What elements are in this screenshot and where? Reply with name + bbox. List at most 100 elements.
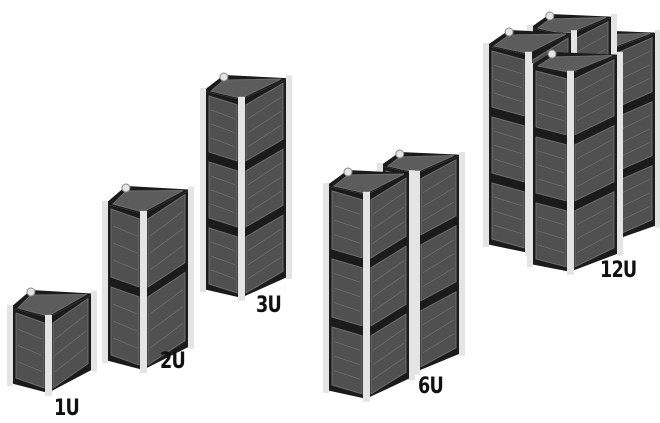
6u-front-panel-cell-line <box>333 273 361 283</box>
6u-front-panel-cell-line <box>372 342 405 366</box>
12u-front-panel-cell-line <box>493 78 523 89</box>
6u-front-rail <box>409 170 415 381</box>
6u-back-top-panel <box>386 155 455 173</box>
2u-panel-cell-line <box>149 228 184 254</box>
6u-front-panel-cell-line <box>333 234 361 244</box>
6u-front-panel-cell-line <box>333 341 361 351</box>
2u-panel-cell-line <box>149 211 184 237</box>
1u-panel-cell-line <box>54 347 87 372</box>
3u-panel-cell-line <box>247 96 282 120</box>
label-12u: 12U <box>600 258 637 283</box>
2u-panel-cell-line <box>149 323 184 349</box>
12u-front-right-panel-cell-line <box>576 87 613 108</box>
6u-front-rail <box>323 183 329 393</box>
2u-top-knob <box>121 183 131 193</box>
3u-panel-cell-line <box>210 189 236 200</box>
12u-front-panel-cell-line <box>493 144 523 155</box>
6u-front-rail <box>363 191 370 402</box>
6u-back-panel-cell-line <box>422 319 455 340</box>
6u-front-panel-cell-line <box>333 219 361 230</box>
cubesat-6u <box>323 149 465 402</box>
3u-panel-cell-line <box>247 242 282 266</box>
2u-rail <box>188 186 194 349</box>
12u-front-top-knob <box>504 27 514 37</box>
12u-front-right-panel-cell-line <box>576 139 613 160</box>
6u-front-panel-cell-line <box>372 328 405 351</box>
label-2u: 2U <box>160 349 186 374</box>
12u-front-panel-cell-line <box>493 64 523 75</box>
1u-panel-cell-line <box>54 330 87 356</box>
2u-panel-cell-line <box>112 259 138 271</box>
6u-front-panel-cell-line <box>333 205 361 215</box>
2u-panel-cell-line <box>112 337 138 349</box>
12u-back-right-rail <box>655 29 660 228</box>
3u-panel-cell-line <box>247 176 282 200</box>
12u-back-top-knob <box>545 11 555 21</box>
12u-front-right-top-panel <box>536 55 613 73</box>
6u-back-top-knob <box>395 149 405 159</box>
1u-top-knob <box>26 287 36 297</box>
label-6u: 6U <box>418 374 444 399</box>
12u-front-right-panel-cell-line <box>576 73 613 94</box>
3u-top-panel <box>209 78 282 99</box>
3u-panel-cell-line <box>247 162 282 186</box>
2u-top-panel <box>112 190 184 213</box>
2u-panel-cell-line <box>149 245 184 271</box>
6u-back-panel-cell-line <box>422 267 455 288</box>
6u-front-panel-cell-line <box>333 287 361 298</box>
12u-front-rail <box>483 43 489 247</box>
12u-back-top-panel <box>536 17 607 35</box>
12u-front-panel-cell-line <box>493 196 523 207</box>
12u-front-right-panel-cell-line <box>537 164 565 174</box>
2u-rail <box>140 210 147 373</box>
6u-back-panel-cell-line <box>422 201 455 222</box>
2u-panel-cell-line <box>149 306 184 332</box>
3u-panel-cell-line <box>210 241 236 252</box>
2u-panel-cell-line <box>112 320 138 332</box>
2u-panel-cell-line <box>112 225 138 237</box>
6u-back-panel-cell-line <box>422 333 455 354</box>
label-1u: 1U <box>54 396 80 421</box>
1u-rail <box>45 314 52 396</box>
12u-front-right-panel-cell-line <box>576 101 613 122</box>
12u-front-right-panel-cell-line <box>576 219 613 240</box>
6u-front-panel-cell-line <box>333 355 361 366</box>
3u-panel-cell-line <box>247 124 282 148</box>
12u-front-right-rail <box>527 63 533 267</box>
2u-panel-cell-line <box>112 303 138 315</box>
6u-back-rail <box>459 151 465 356</box>
12u-front-right-panel-cell-line <box>576 233 613 254</box>
2u-rail <box>102 201 108 363</box>
1u-rail <box>91 290 97 372</box>
3u-panel-cell-line <box>210 203 236 214</box>
12u-front-panel-cell-line <box>493 92 523 103</box>
3u-rail <box>238 96 245 301</box>
3u-rail <box>200 88 206 292</box>
1u-panel-cell-line <box>17 361 43 373</box>
12u-front-panel-cell-line <box>493 224 523 235</box>
1u-top-panel <box>17 293 88 317</box>
3u-panel-cell-line <box>247 256 282 280</box>
12u-front-right-panel-cell-line <box>576 153 613 174</box>
3u-panel-cell-line <box>210 175 236 186</box>
12u-front-panel-cell-line <box>493 158 523 169</box>
12u-front-right-rail <box>567 70 574 275</box>
12u-front-right-panel-cell-line <box>537 244 565 254</box>
1u-rail <box>7 305 13 386</box>
6u-back-panel-cell-line <box>422 305 455 326</box>
12u-front-right-panel-cell-line <box>537 98 565 108</box>
3u-panel-cell-line <box>247 190 282 214</box>
6u-front-panel-cell-line <box>372 289 405 312</box>
1u-panel-cell-line <box>17 328 43 340</box>
3u-rail <box>286 75 292 280</box>
12u-front-right-panel-cell-line <box>576 205 613 226</box>
2u-panel-cell-line <box>112 242 138 254</box>
12u-front-panel-cell-line <box>493 130 523 141</box>
2u-panel-cell-line <box>149 289 184 315</box>
3u-panel-cell-line <box>210 255 236 266</box>
6u-back-panel-cell-line <box>422 253 455 274</box>
cubesat-2u <box>102 183 194 373</box>
12u-front-right-panel-cell-line <box>537 112 565 122</box>
6u-back-rail <box>413 170 420 375</box>
